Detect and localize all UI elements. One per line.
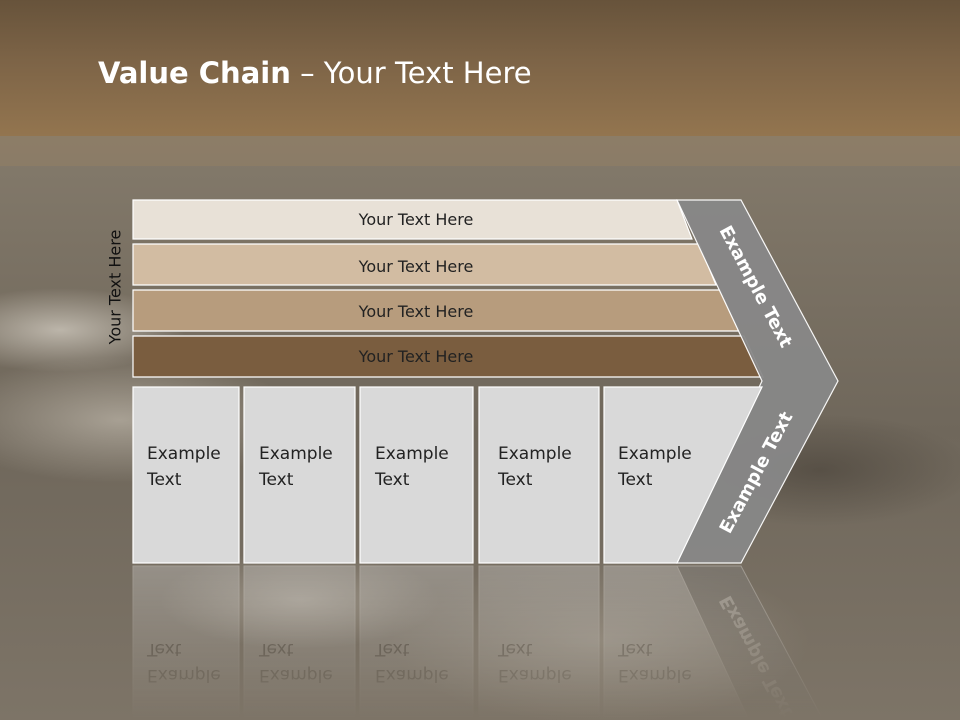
reflection-box-2-line1: Example xyxy=(259,665,333,685)
box-4-line2: Text xyxy=(497,470,533,490)
reflection-box-3-line2: Text xyxy=(374,639,410,659)
diagram-reflection: Example Text Example Text Example Text E… xyxy=(132,565,824,720)
bar-3-label: Your Text Here xyxy=(358,302,474,321)
bar-1[interactable]: Your Text Here xyxy=(132,199,693,240)
title-rest: – Your Text Here xyxy=(290,56,532,90)
title-bar xyxy=(0,0,960,136)
box-4[interactable]: Example Text xyxy=(478,386,600,564)
box-3[interactable]: Example Text xyxy=(359,386,474,564)
box-2-line2: Text xyxy=(258,470,294,490)
reflection-box-1-line1: Example xyxy=(147,665,221,685)
reflection-box-4-line1: Example xyxy=(498,665,572,685)
reflection-box-1-line2: Text xyxy=(146,639,182,659)
reflection-box-2-line2: Text xyxy=(258,639,294,659)
slide-title[interactable]: Value Chain – Your Text Here xyxy=(98,56,532,90)
bar-1-label: Your Text Here xyxy=(358,210,474,229)
box-1[interactable]: Example Text xyxy=(132,386,240,564)
reflection-box-4-line2: Text xyxy=(497,639,533,659)
reflection-box-5-line1: Example xyxy=(618,665,692,685)
bar-4[interactable]: Your Text Here xyxy=(132,335,764,378)
box-3-line2: Text xyxy=(374,470,410,490)
reflection-box-3-line1: Example xyxy=(375,665,449,685)
box-3-line1: Example xyxy=(375,444,449,464)
box-1-line1: Example xyxy=(147,444,221,464)
title-bold: Value Chain xyxy=(98,56,291,90)
box-5-line2: Text xyxy=(617,470,653,490)
box-5-line1: Example xyxy=(618,444,692,464)
box-4-line1: Example xyxy=(498,444,572,464)
bar-3[interactable]: Your Text Here xyxy=(132,289,740,332)
box-1-line2: Text xyxy=(146,470,182,490)
box-2-line1: Example xyxy=(259,444,333,464)
activity-bars: Your Text Here Your Text Here Your Text … xyxy=(132,199,764,378)
reflection-box-5-line2: Text xyxy=(617,639,653,659)
bar-2[interactable]: Your Text Here xyxy=(132,243,717,286)
bar-2-label: Your Text Here xyxy=(358,257,474,276)
activity-boxes: Example Text Example Text Example Text E… xyxy=(132,386,763,564)
box-5[interactable]: Example Text xyxy=(603,386,763,564)
box-2[interactable]: Example Text xyxy=(243,386,356,564)
bar-4-label: Your Text Here xyxy=(358,347,474,366)
title-bar-band xyxy=(0,136,960,166)
